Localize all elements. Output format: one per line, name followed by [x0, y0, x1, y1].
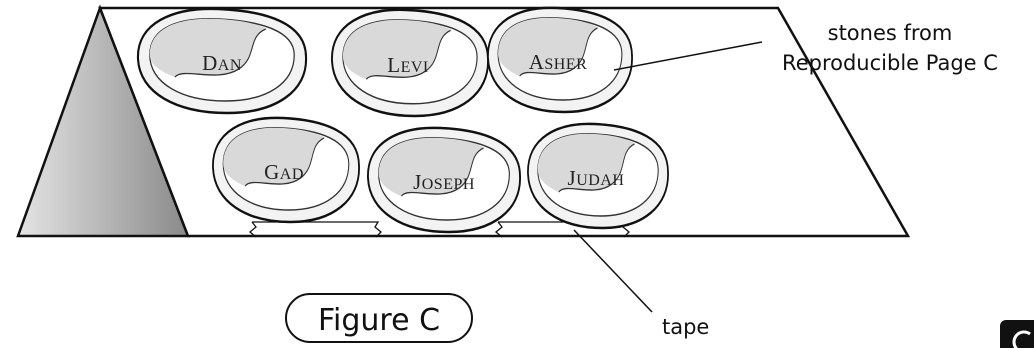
tape-strip-left — [248, 221, 382, 238]
stones-callout-line1: stones from — [828, 21, 953, 45]
stone-label-levi: LEVI — [387, 53, 428, 77]
figure-label: Figure C — [318, 303, 440, 338]
tape-callout-label: tape — [662, 315, 709, 339]
stones-callout-line2: Reproducible Page C — [782, 51, 998, 75]
stone-label-joseph: JOSEPH — [413, 170, 475, 194]
tape-callout-leader — [573, 229, 653, 313]
stone-label-judah: JUDAH — [568, 166, 625, 190]
stone-label-asher: ASHER — [529, 50, 588, 74]
stones-callout-leader — [613, 41, 763, 71]
stone-label-gad: GAD — [264, 160, 304, 184]
corner-logo-mark — [1012, 330, 1031, 348]
figure-label-frame — [285, 293, 473, 343]
stone-label-dan: DAN — [202, 51, 242, 75]
